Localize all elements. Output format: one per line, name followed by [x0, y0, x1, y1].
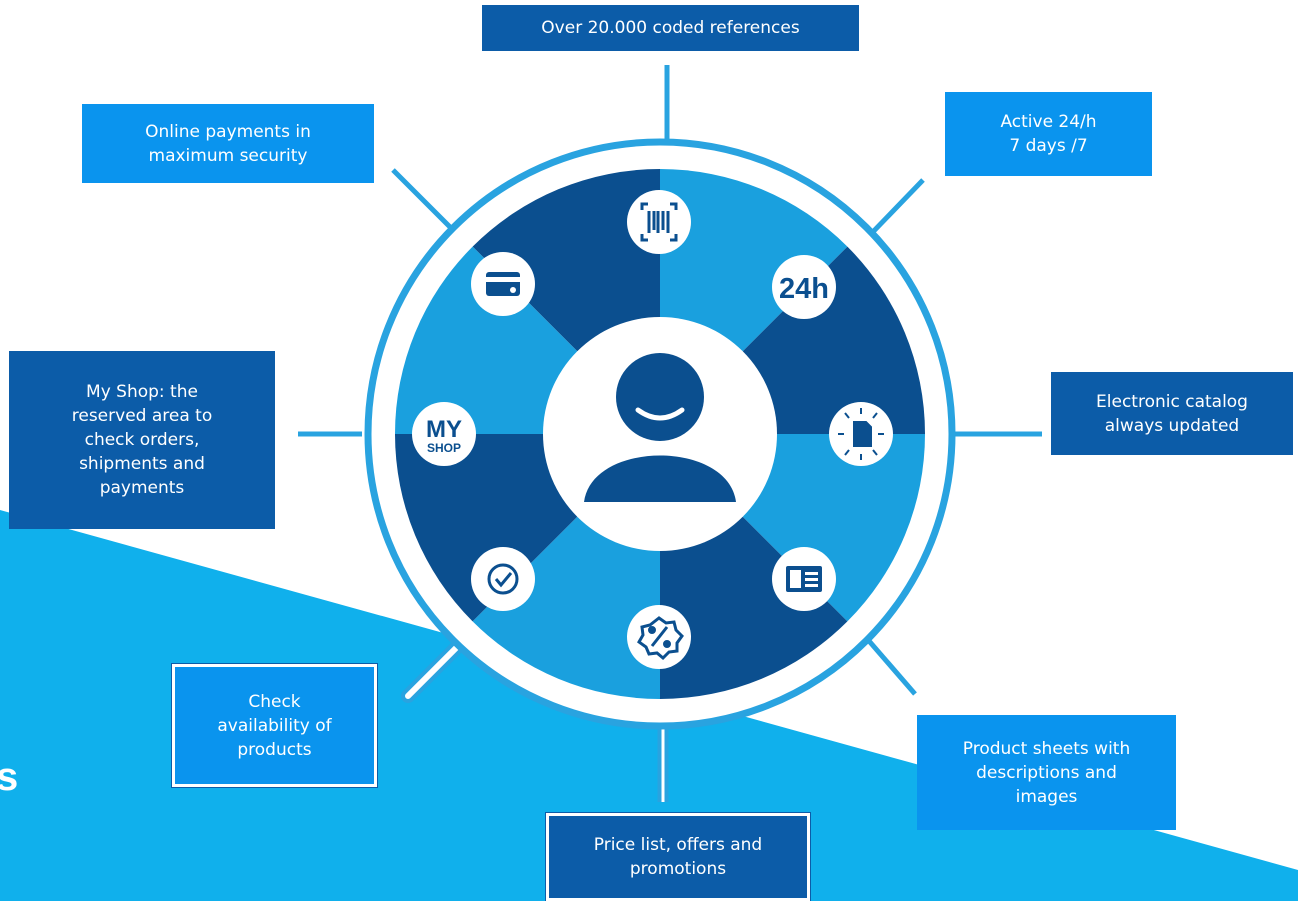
label-price-list: Price list, offers and promotions	[545, 812, 811, 901]
barcode-icon	[640, 202, 678, 242]
credit-card-icon	[486, 272, 520, 296]
checkmark-icon	[487, 563, 519, 595]
label-check-availability: Check availability of products	[171, 663, 378, 788]
svg-text:MY: MY	[426, 416, 462, 443]
connector-bottom-right	[861, 632, 917, 696]
connector-lines	[298, 65, 1042, 696]
label-my-shop: My Shop: the reserved area to check orde…	[9, 351, 275, 529]
electronic-catalog-icon	[838, 408, 884, 460]
label-coded-references: Over 20.000 coded references	[482, 5, 859, 51]
label-product-sheets: Product sheets with descriptions and ima…	[917, 715, 1176, 830]
my-shop-icon: MY SHOP	[426, 416, 462, 455]
connector-top-left	[391, 168, 458, 235]
connector-top-right	[866, 178, 925, 239]
discount-percent-icon	[637, 616, 684, 661]
label-online-payments: Online payments in maximum security	[82, 104, 374, 183]
connector-bottom-left	[405, 641, 463, 699]
svg-text:SHOP: SHOP	[427, 441, 461, 455]
label-electronic-catalog: Electronic catalog always updated	[1051, 372, 1293, 455]
product-sheet-icon	[786, 566, 822, 592]
partial-text: s	[0, 755, 19, 799]
24h-icon: 24h	[779, 273, 829, 305]
user-avatar-icon	[584, 353, 736, 502]
label-active-24h: Active 24/h 7 days /7	[945, 92, 1152, 176]
